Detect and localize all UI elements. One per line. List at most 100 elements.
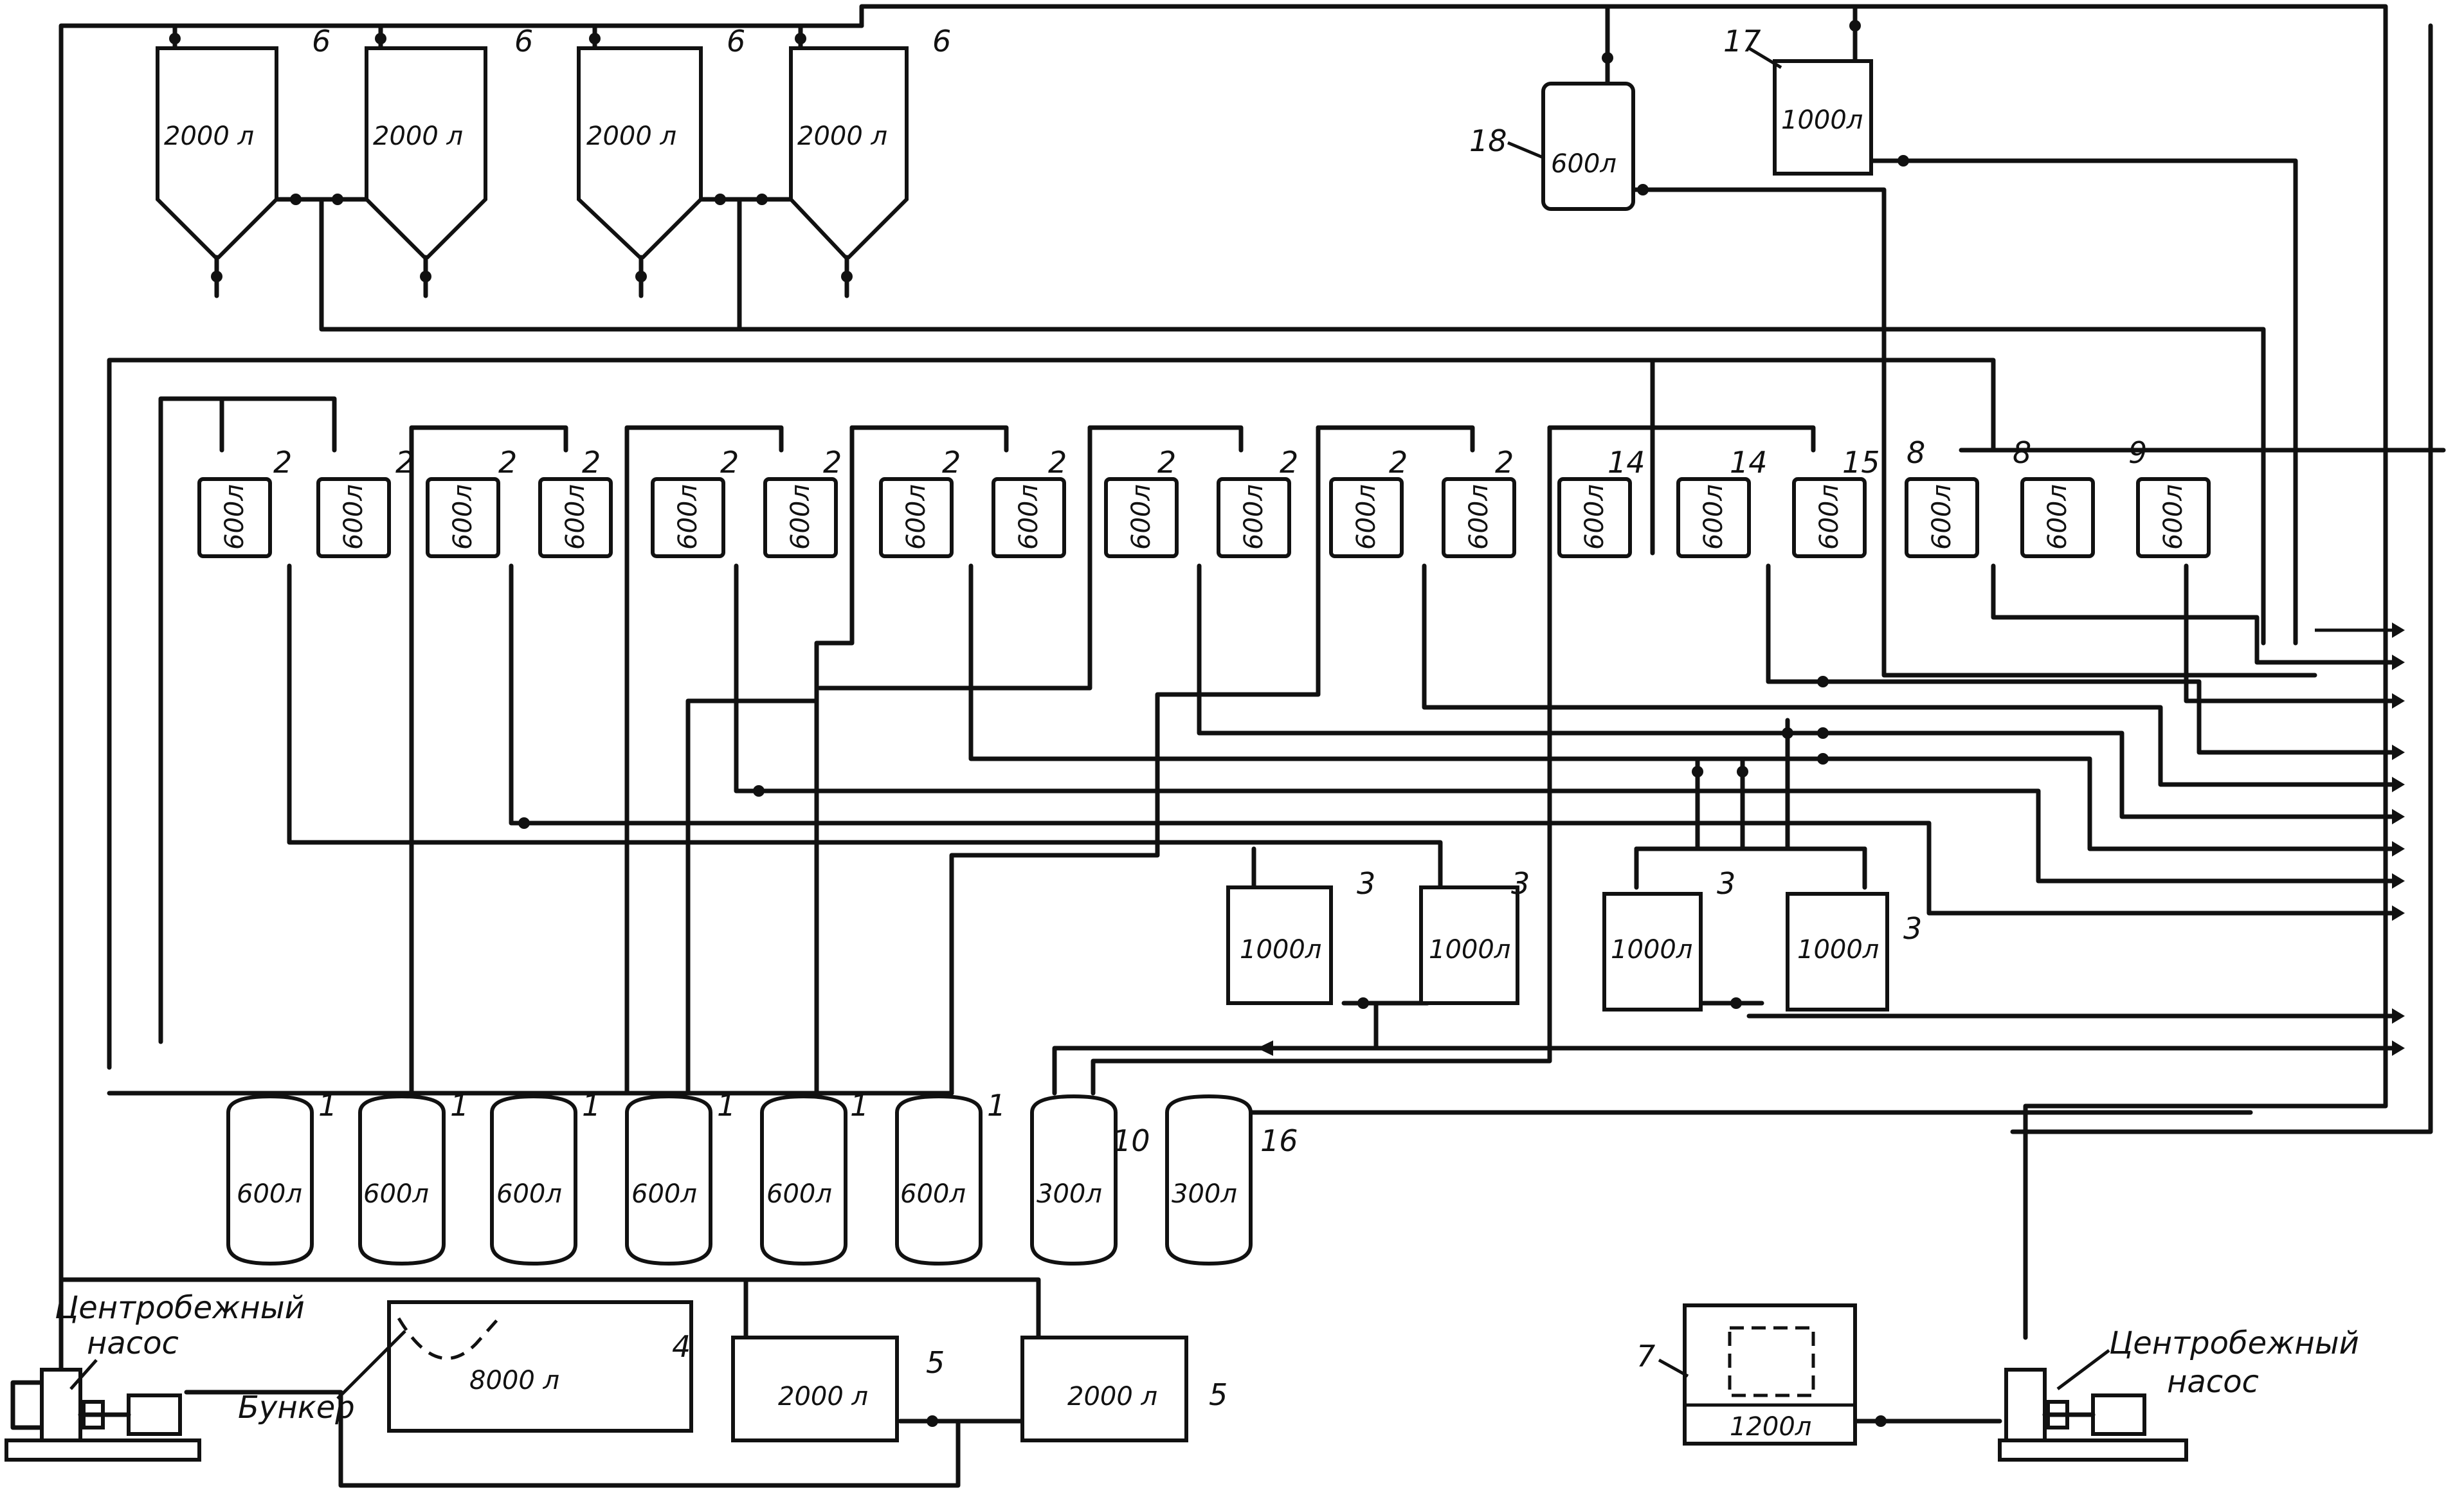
- svg-text:3: 3: [1511, 866, 1530, 901]
- svg-text:600л: 600л: [339, 484, 368, 550]
- tank-17: 1000л 17: [1723, 24, 1873, 176]
- svg-text:1000л: 1000л: [1429, 935, 1510, 965]
- svg-text:1200л: 1200л: [1730, 1412, 1811, 1442]
- svg-text:600л: 600л: [237, 1179, 302, 1209]
- svg-text:600л: 600л: [900, 1179, 966, 1209]
- svg-text:600л: 600л: [496, 1179, 562, 1209]
- pump-right: Центробежный насос: [1998, 1325, 2359, 1462]
- svg-text:10: 10: [1112, 1123, 1150, 1158]
- svg-text:5: 5: [926, 1345, 945, 1380]
- tank-volume: 1000л: [1781, 105, 1863, 135]
- tank-6-3: 2000 л 6: [577, 24, 745, 298]
- tank-3-2: 1000л 3: [1419, 866, 1530, 1005]
- svg-text:1: 1: [850, 1088, 869, 1123]
- svg-text:14: 14: [1730, 445, 1768, 480]
- svg-text:7: 7: [1636, 1339, 1655, 1374]
- svg-text:2: 2: [823, 445, 842, 480]
- pump-label-line1: Центробежный: [55, 1290, 305, 1326]
- tank-number: 6: [514, 24, 533, 59]
- svg-text:2: 2: [498, 445, 517, 480]
- svg-text:600л: 600л: [1927, 484, 1957, 550]
- svg-text:3: 3: [1903, 911, 1922, 946]
- svg-text:600л: 600л: [2043, 484, 2072, 550]
- svg-text:2000 л: 2000 л: [1067, 1382, 1157, 1411]
- tank-6-2: 2000 л 6: [365, 24, 533, 298]
- svg-text:8000 л: 8000 л: [469, 1366, 559, 1395]
- tank-volume: 2000 л: [797, 122, 887, 151]
- svg-text:300л: 300л: [1037, 1179, 1102, 1209]
- tank-volume: 2000 л: [586, 122, 676, 151]
- svg-text:8: 8: [1907, 435, 1925, 470]
- svg-text:600л: 600л: [448, 484, 478, 550]
- tank-5-1: 2000 л 5: [731, 1336, 945, 1442]
- svg-text:3: 3: [1717, 866, 1735, 901]
- tank-3-4: 1000л 3: [1786, 892, 1922, 1012]
- reactor: 300л 10: [1030, 1094, 1150, 1266]
- svg-text:300л: 300л: [1172, 1179, 1237, 1209]
- valves: [169, 20, 1909, 1427]
- svg-text:2: 2: [1389, 445, 1408, 480]
- measure-tank: 600л 2: [426, 445, 517, 558]
- tank-6-1: 2000 л 6: [156, 24, 331, 298]
- tank-7: 1200л 7: [1636, 1303, 1857, 1446]
- pump-label-line1: Центробежный: [2109, 1325, 2359, 1361]
- measure-tank: 600л 2: [538, 445, 613, 558]
- svg-text:600л: 600л: [1464, 484, 1494, 550]
- svg-text:1000л: 1000л: [1240, 935, 1321, 965]
- svg-text:1: 1: [318, 1088, 337, 1123]
- tank-number: 6: [932, 24, 951, 59]
- svg-text:1: 1: [717, 1088, 736, 1123]
- svg-text:600л: 600л: [901, 484, 931, 550]
- measure-tank: 600л 2: [763, 445, 842, 558]
- reactor: 600л 1: [226, 1088, 337, 1266]
- svg-text:600л: 600л: [220, 484, 249, 550]
- tank-18: 600л 18: [1469, 82, 1635, 211]
- flow-arrows: [1257, 622, 2405, 1056]
- svg-text:2: 2: [720, 445, 739, 480]
- tank-volume: 2000 л: [373, 122, 463, 151]
- svg-text:600л: 600л: [786, 484, 815, 550]
- svg-text:600л: 600л: [561, 484, 590, 550]
- svg-text:2000 л: 2000 л: [778, 1382, 868, 1411]
- measure-tank: 600л 14: [1557, 445, 1645, 558]
- svg-text:3: 3: [1357, 866, 1375, 901]
- bunker-label: Бункер: [238, 1390, 355, 1426]
- svg-text:2: 2: [1280, 445, 1298, 480]
- tank-number: 6: [727, 24, 745, 59]
- bunker-4: 8000 л 4 Бункер: [238, 1300, 693, 1433]
- svg-text:1000л: 1000л: [1611, 935, 1692, 965]
- svg-text:2: 2: [582, 445, 601, 480]
- tank-number: 6: [312, 24, 331, 59]
- tanks-3: 1000л 3 1000л 3 1000л 3 1000л 3: [1226, 866, 1922, 1012]
- measure-tank: 600л 2: [316, 445, 414, 558]
- svg-text:2: 2: [395, 445, 414, 480]
- tank-3-3: 1000л 3: [1602, 866, 1735, 1012]
- tank-6-4: 2000 л 6: [789, 24, 951, 298]
- tanks-5: 2000 л 5 2000 л 5: [731, 1336, 1227, 1442]
- tank-3-1: 1000л 3: [1226, 866, 1375, 1005]
- reactor: 600л 1: [625, 1088, 736, 1266]
- svg-text:2: 2: [1495, 445, 1514, 480]
- svg-text:600л: 600л: [1580, 484, 1609, 550]
- svg-text:1: 1: [450, 1088, 469, 1123]
- reactor: 300л 16: [1165, 1094, 1298, 1266]
- svg-text:14: 14: [1608, 445, 1645, 480]
- svg-text:16: 16: [1260, 1123, 1298, 1158]
- svg-text:1000л: 1000л: [1797, 935, 1879, 965]
- svg-text:4: 4: [672, 1329, 691, 1364]
- svg-text:600л: 600л: [631, 1179, 697, 1209]
